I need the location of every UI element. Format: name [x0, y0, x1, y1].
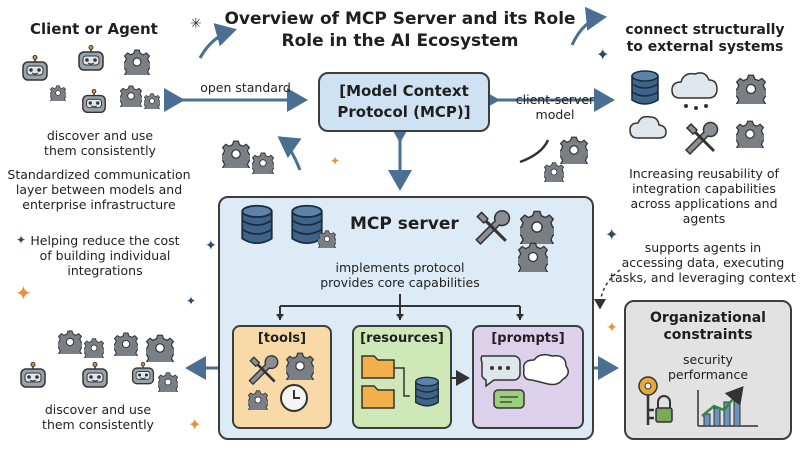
cloud-icon — [671, 72, 718, 110]
client-server-label: client-server model — [515, 92, 595, 122]
tools-box: [tools] — [232, 325, 332, 429]
gear-icon — [50, 85, 66, 101]
gears-left-center — [222, 140, 274, 174]
svg-text:✦: ✦ — [186, 294, 196, 308]
page-title: Overview of MCP Server and its Role Role… — [205, 8, 595, 52]
gear-icon — [144, 93, 160, 109]
open-standard-label: open standard — [200, 80, 291, 95]
prompts-box: [prompts] — [472, 325, 584, 429]
gear-icon — [544, 162, 564, 182]
robot-icon — [82, 89, 106, 114]
svg-text:✦: ✦ — [15, 281, 32, 305]
svg-text:✦: ✦ — [16, 233, 26, 247]
svg-text:✦: ✦ — [330, 154, 340, 168]
gear-icon — [318, 230, 336, 248]
external-systems-icons — [629, 70, 766, 155]
org-icons — [638, 376, 758, 427]
prompts-icons — [480, 353, 569, 409]
folder-icon — [361, 385, 395, 409]
gear-icon — [252, 152, 274, 174]
gear-icon — [286, 352, 314, 380]
resources-icons — [361, 355, 439, 409]
gear-icon — [222, 140, 250, 168]
server-branch-arrows — [276, 294, 524, 320]
client-agent-icons — [22, 45, 160, 114]
svg-text:✳: ✳ — [190, 16, 202, 32]
svg-text:✦: ✦ — [605, 225, 618, 244]
svg-text:✦: ✦ — [606, 320, 618, 336]
discover-text-top: discover and use them consistently — [44, 128, 156, 158]
mcp-box-line-1: [Model Context — [339, 82, 469, 100]
gear-icon — [520, 210, 554, 244]
robot-icon — [22, 55, 48, 81]
security-label: security — [683, 352, 733, 367]
robot-icon — [20, 362, 46, 388]
cloud-icon — [629, 115, 667, 139]
gear-icon — [84, 338, 104, 358]
gear-icon — [120, 85, 142, 107]
title-line-2: Role in the AI Ecosystem — [281, 31, 519, 51]
robot-icon — [82, 362, 108, 388]
mcp-box-line-2: Protocol (MCP)] — [337, 103, 471, 121]
tools-icons — [248, 352, 314, 412]
thought-bubble-icon — [522, 353, 569, 386]
reusability-text: Increasing reusability of integration ca… — [629, 166, 779, 226]
reduce-cost-text: Helping reduce the cost of building indi… — [30, 233, 180, 278]
key-icon — [638, 376, 658, 425]
gear-icon — [736, 120, 764, 148]
org-constraints-title: Organizational constraints — [650, 310, 766, 343]
performance-label: performance — [667, 367, 749, 382]
database-icon — [631, 70, 659, 105]
lock-icon — [655, 395, 673, 423]
robot-icon — [131, 362, 155, 385]
title-line-1: Overview of MCP Server and its Role — [224, 9, 576, 29]
folder-icon — [361, 355, 395, 379]
wrench-icon — [475, 210, 511, 245]
message-icon — [493, 389, 525, 409]
svg-text:✦: ✦ — [596, 45, 609, 64]
gears-right-center — [544, 136, 588, 182]
database-icon — [291, 204, 323, 245]
svg-text:✦: ✦ — [188, 415, 201, 434]
clock-icon — [280, 384, 308, 412]
gear-icon — [158, 372, 178, 392]
gear-icon — [114, 332, 138, 356]
wrench-icon — [685, 121, 719, 155]
client-agent-header: Client or Agent — [30, 20, 158, 38]
resources-box: [resources] — [352, 325, 452, 429]
server-description: implements protocol provides core capabi… — [320, 260, 480, 290]
resources-label: [resources] — [360, 331, 444, 346]
server-db-icons — [241, 204, 336, 248]
gear-icon — [518, 242, 548, 272]
gear-icon — [146, 334, 174, 362]
connect-external-header: connect structurally to external systems — [625, 22, 785, 55]
gear-icon — [124, 49, 150, 75]
chart-icon — [697, 386, 758, 427]
chat-bubble-icon — [480, 355, 521, 388]
discover-text-bottom: discover and use them consistently — [42, 402, 154, 432]
gear-icon — [736, 74, 766, 104]
robot-icon — [78, 45, 104, 71]
prompts-label: [prompts] — [491, 331, 565, 346]
gear-icon — [248, 390, 268, 410]
resources-to-prompts-arrow — [450, 370, 470, 386]
client-agent-icons-bottom — [20, 330, 178, 392]
standardized-layer-text: Standardized communication layer between… — [7, 167, 191, 212]
svg-text:✦: ✦ — [205, 238, 217, 254]
supports-agents-text: supports agents in accessing data, execu… — [610, 240, 796, 285]
gear-icon — [58, 330, 82, 354]
mcp-protocol-box: [Model Context Protocol (MCP)] — [318, 72, 490, 132]
wrench-icon — [248, 355, 279, 385]
gear-icon — [560, 136, 588, 164]
database-icon — [241, 204, 273, 245]
tools-label: [tools] — [257, 331, 307, 346]
mcp-server-title: MCP server — [350, 214, 459, 234]
database-icon — [415, 376, 439, 407]
org-constraints-box: Organizational constraints security perf… — [624, 300, 792, 440]
org-constraints-items: security performance — [626, 352, 790, 382]
